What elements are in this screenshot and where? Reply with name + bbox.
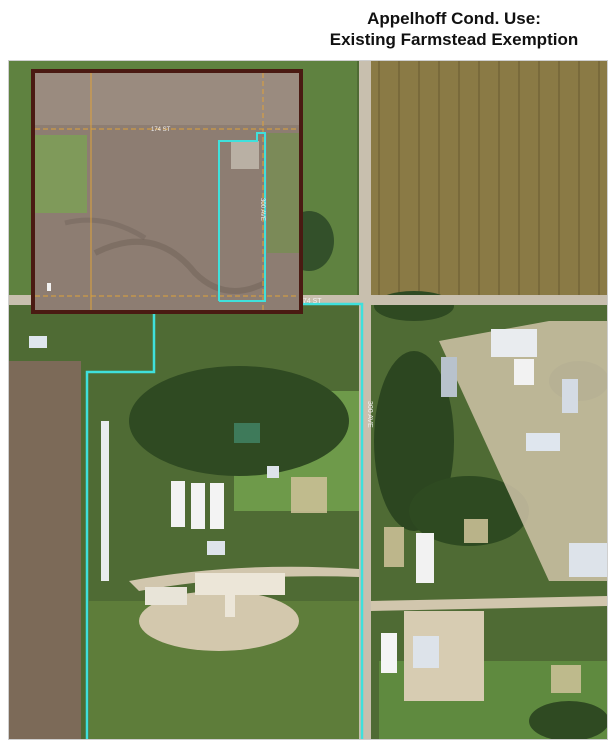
inset-north-field <box>35 73 299 125</box>
inset-green-field <box>35 135 87 213</box>
gravel-yard-sw <box>139 591 299 651</box>
road-label-300-ave: 300 AVE <box>366 401 373 428</box>
bale-grid-1 <box>291 477 327 513</box>
map-title-line1: Appelhoff Cond. Use: <box>367 9 541 28</box>
inset-farmstead <box>231 141 259 169</box>
building-small-1 <box>207 541 225 555</box>
bale-grid-3 <box>464 519 488 543</box>
building-shed-ne <box>562 379 578 413</box>
building-green-shed <box>234 423 260 443</box>
building-barn-main <box>195 573 285 595</box>
building-hoop-2 <box>191 483 205 529</box>
building-garage-ne <box>514 359 534 385</box>
building-small-2 <box>267 466 279 478</box>
building-house-center <box>441 357 457 397</box>
tree-cluster-se <box>529 701 607 739</box>
inset-east-strip <box>267 133 299 253</box>
building-shed-nw <box>29 336 47 348</box>
building-shed-e <box>526 433 560 451</box>
building-shed-center <box>416 533 434 583</box>
bale-grid-2 <box>384 527 404 567</box>
inset-drainage <box>93 238 267 294</box>
road-174-st <box>9 295 607 305</box>
inset-map-svg: 174 ST 300 AVE <box>35 73 299 310</box>
driveway-east <box>371 596 607 611</box>
inset-road-label-300-ave: 300 AVE <box>259 198 265 221</box>
inset-road-label-174-st: 174 ST <box>151 127 171 133</box>
map-title: Appelhoff Cond. Use: Existing Farmstead … <box>298 8 610 50</box>
inset-drainage-2 <box>64 217 147 241</box>
parcel-boundary <box>85 302 364 739</box>
tree-cluster-east <box>409 476 529 546</box>
aerial-map[interactable]: 174 ST 300 AVE 174 ST 300 AVE <box>8 60 608 740</box>
building-house-ne <box>491 329 537 357</box>
building-hoop-se <box>381 633 397 673</box>
silage-bags <box>101 421 109 581</box>
bare-field-sw <box>9 361 81 739</box>
tree-cluster-west <box>129 366 349 476</box>
building-barn-west <box>145 587 187 605</box>
building-shed-far-e <box>569 543 607 577</box>
bale-grid-4 <box>551 665 581 693</box>
inset-marker <box>47 283 51 291</box>
building-barn-wing <box>225 595 235 617</box>
crop-rows <box>378 61 600 297</box>
crop-field-ne <box>371 61 607 297</box>
building-hoop-1 <box>171 481 185 527</box>
inset-locator-map[interactable]: 174 ST 300 AVE <box>31 69 303 314</box>
map-title-line2: Existing Farmstead Exemption <box>329 30 579 49</box>
building-hoop-3 <box>210 483 224 529</box>
inset-parcel-boundary <box>218 132 266 302</box>
road-label-174-st: 174 ST <box>299 298 322 305</box>
driveway-west <box>129 566 359 591</box>
building-shed-se <box>413 636 439 668</box>
